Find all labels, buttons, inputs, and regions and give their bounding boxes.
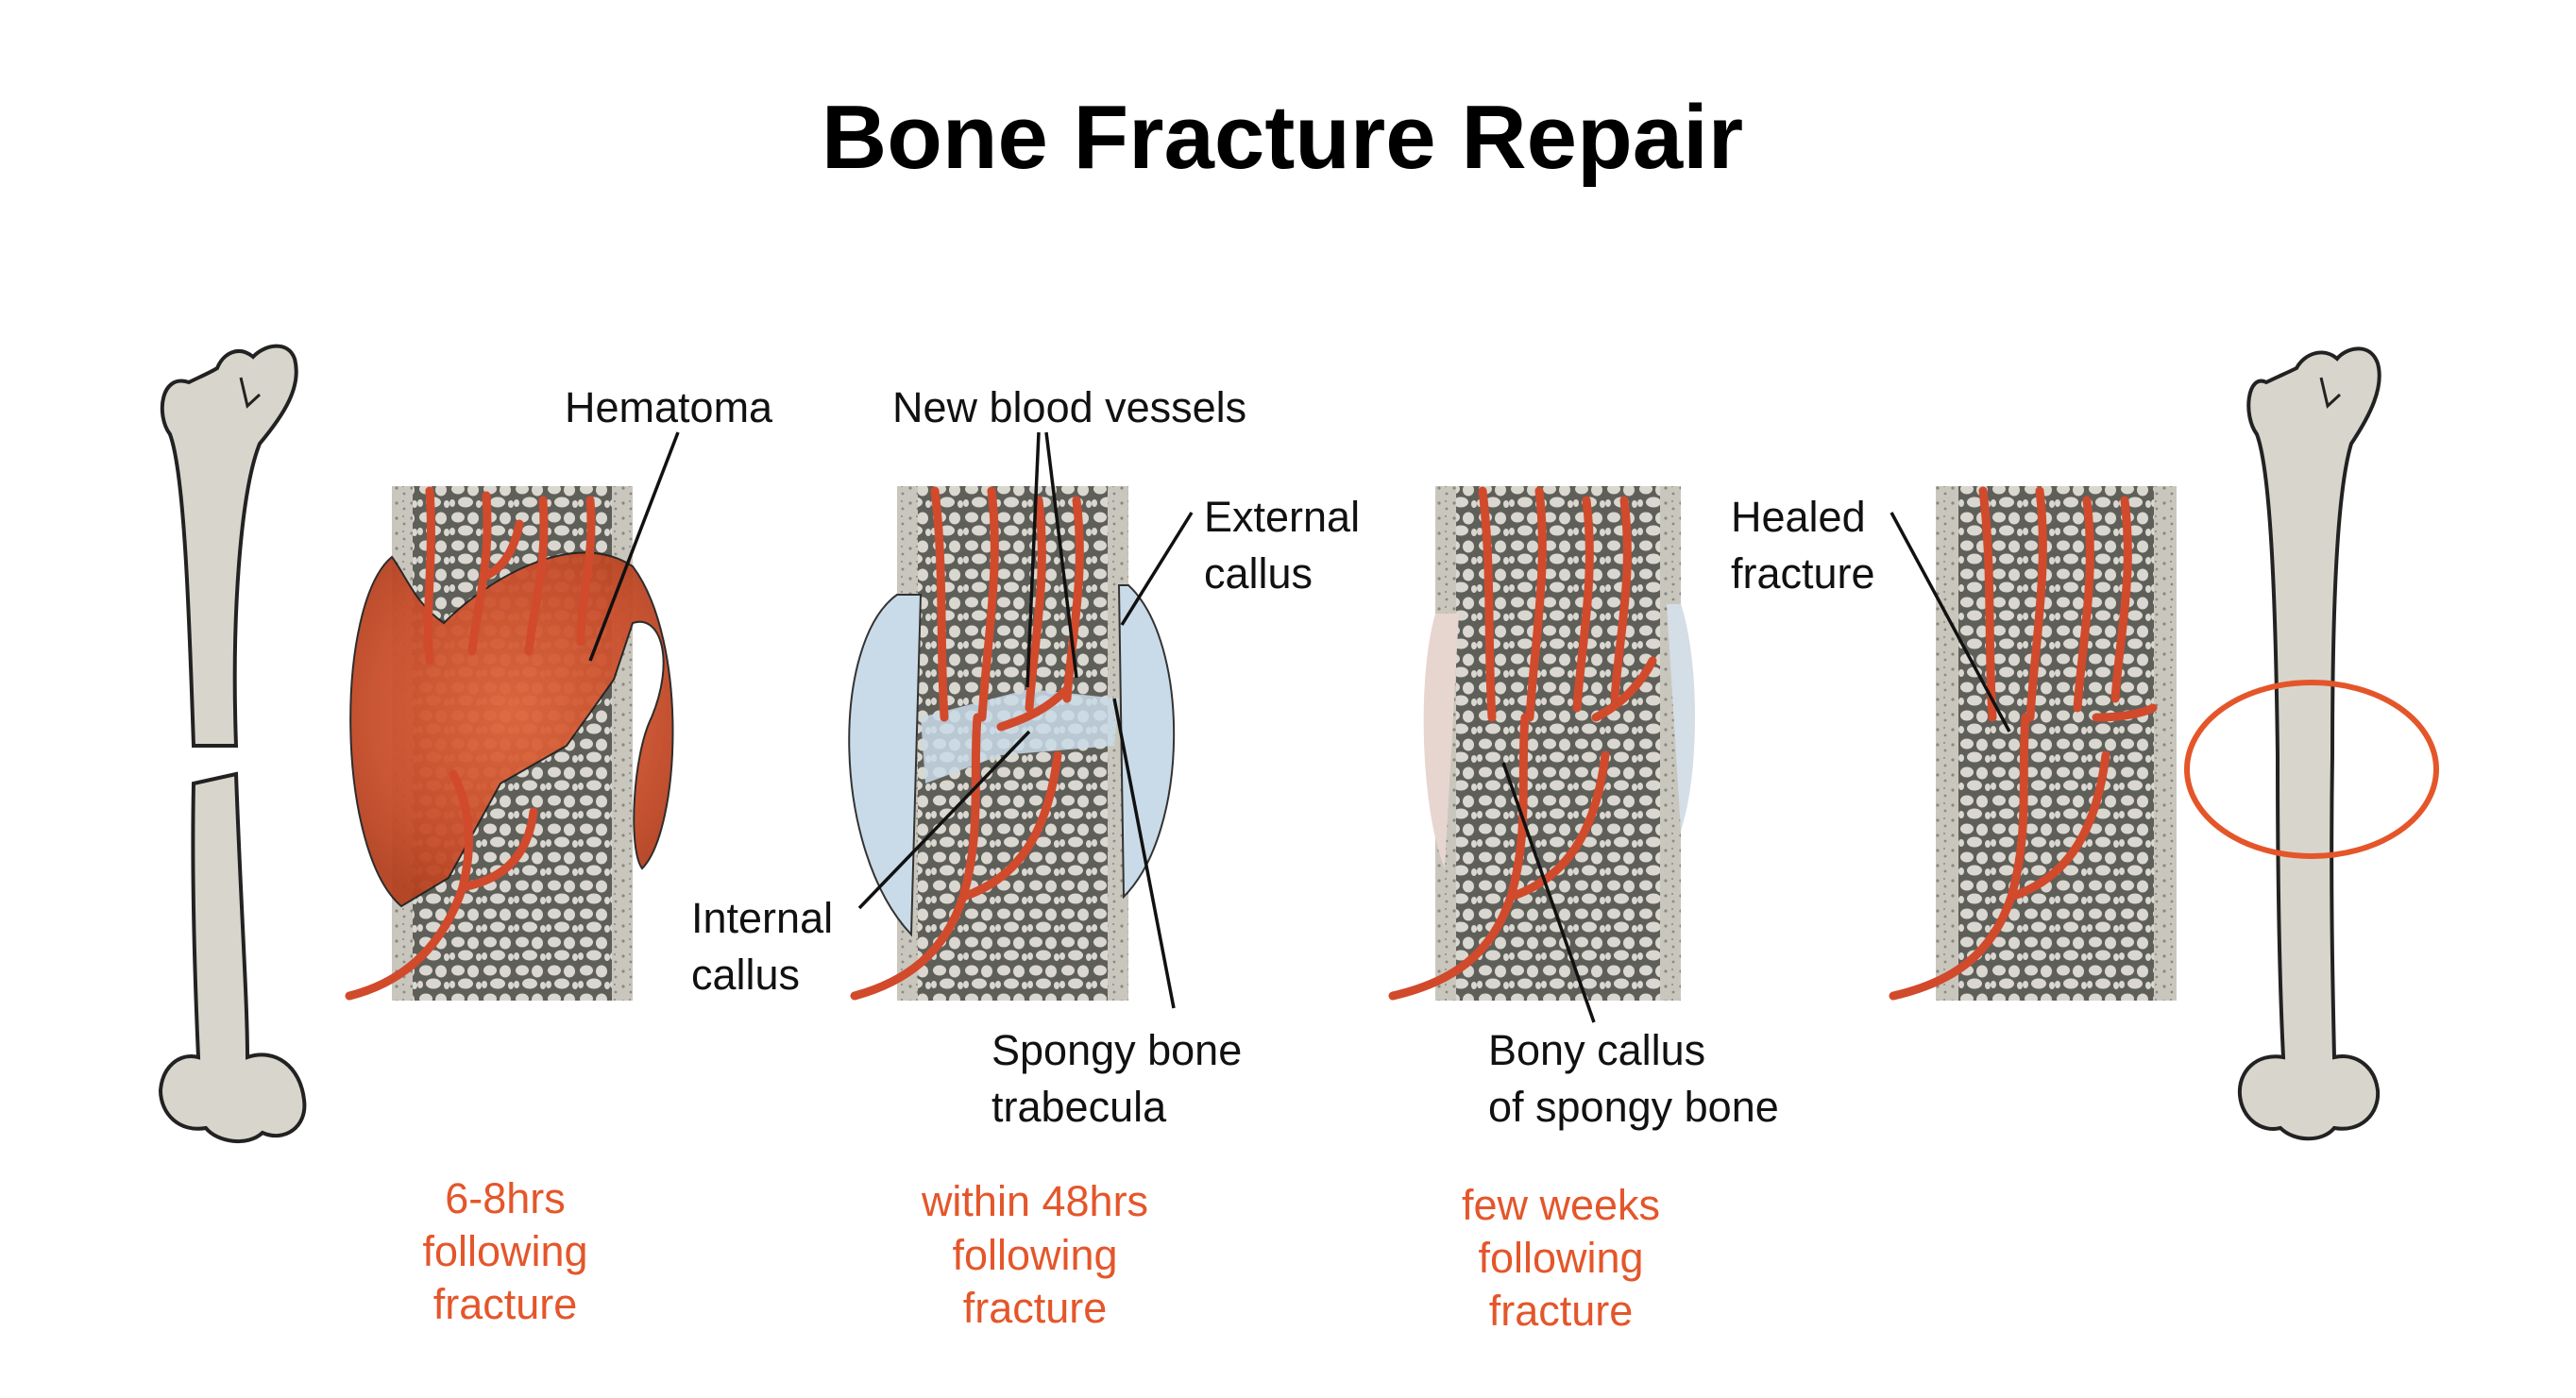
svg-text:fracture: fracture (1489, 1287, 1634, 1335)
label-healed-fracture-2: fracture (1731, 549, 1875, 598)
panel-hematoma (345, 486, 674, 1001)
svg-text:fracture: fracture (433, 1280, 578, 1328)
label-spongy-bone-2: trabecula (991, 1083, 1167, 1131)
label-new-blood-vessels: New blood vessels (892, 383, 1246, 431)
label-hematoma: Hematoma (565, 383, 773, 431)
svg-text:fracture: fracture (963, 1284, 1108, 1332)
panel-few-weeks (1388, 486, 1695, 1001)
panel-healed (1889, 486, 2177, 1001)
stage-caption-2: within 48hrs following fracture (921, 1177, 1148, 1332)
svg-text:6-8hrs: 6-8hrs (445, 1174, 566, 1222)
panel-48hrs (848, 486, 1176, 1001)
femur-broken-icon (158, 344, 307, 1144)
label-bony-callus-2: of spongy bone (1488, 1083, 1779, 1131)
label-internal-callus-2: callus (691, 951, 800, 999)
svg-text:within 48hrs: within 48hrs (921, 1177, 1148, 1225)
femur-healed-icon (2237, 346, 2381, 1141)
page-title: Bone Fracture Repair (822, 87, 1743, 188)
label-external-callus-2: callus (1204, 549, 1313, 598)
stage-caption-3: few weeks following fracture (1462, 1181, 1660, 1335)
label-bony-callus-1: Bony callus (1488, 1026, 1705, 1074)
svg-text:following: following (422, 1227, 587, 1275)
label-spongy-bone-1: Spongy bone (991, 1026, 1242, 1074)
annotation-circle (2184, 680, 2439, 859)
svg-text:following: following (1478, 1234, 1643, 1282)
label-internal-callus-1: Internal (691, 894, 833, 942)
svg-text:few weeks: few weeks (1462, 1181, 1660, 1229)
svg-text:following: following (952, 1231, 1117, 1279)
leader-lines (588, 431, 2011, 1023)
stage-caption-1: 6-8hrs following fracture (422, 1174, 587, 1328)
label-healed-fracture-1: Healed (1731, 493, 1866, 541)
label-external-callus-1: External (1204, 493, 1360, 541)
